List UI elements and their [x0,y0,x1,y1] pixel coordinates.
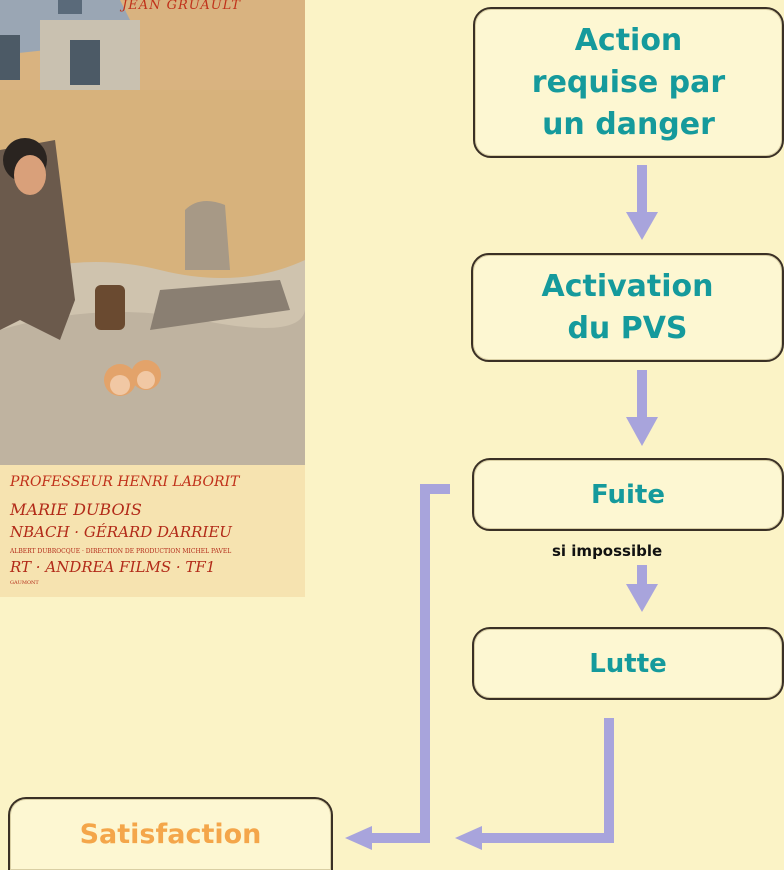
poster-tech-credits: ALBERT DUBROCQUE · DIRECTION DE PRODUCTI… [10,548,232,555]
condition-note: si impossible [552,542,663,560]
step-box-activation: Activation du PVS [471,253,784,362]
arrow-action-to-activation [626,165,658,240]
step-label-line: un danger [542,106,715,142]
poster-cast-line-2: NBACH · GÉRARD DARRIEU [10,523,232,541]
step-label-line: du PVS [567,310,688,346]
outcome-box-satisfaction: Satisfaction [8,797,333,870]
poster-production-credit: RT · ANDREA FILMS · TF1 [10,558,216,576]
step-label: Fuite [591,479,665,510]
poster-distribution-credit: GAUMONT [10,580,39,586]
arrow-activation-to-fuite [626,370,658,446]
poster-director-credit: JEAN GRUAULT [122,0,241,13]
poster-illustration [0,0,305,597]
step-label-line: Action [574,22,683,58]
step-box-fuite: Fuite [472,458,784,531]
poster-cast-line-1: MARIE DUBOIS [10,500,142,519]
step-label: Activation du PVS [541,266,713,350]
step-label-line: requise par [531,64,726,100]
step-box-lutte: Lutte [472,627,784,700]
arrow-fuite-to-satisfaction [345,484,450,850]
step-box-action: Action requise par un danger [473,7,784,158]
step-label-line: Activation [541,268,714,304]
film-poster: JEAN GRUAULT PROFESSEUR HENRI LABORIT MA… [0,0,305,597]
step-label: Lutte [589,648,667,679]
arrow-lutte-to-satisfaction [455,718,614,850]
outcome-label: Satisfaction [79,819,262,850]
arrow-fuite-to-lutte [626,565,658,612]
poster-professor-credit: PROFESSEUR HENRI LABORIT [10,474,240,490]
step-label: Action requise par un danger [532,20,725,146]
